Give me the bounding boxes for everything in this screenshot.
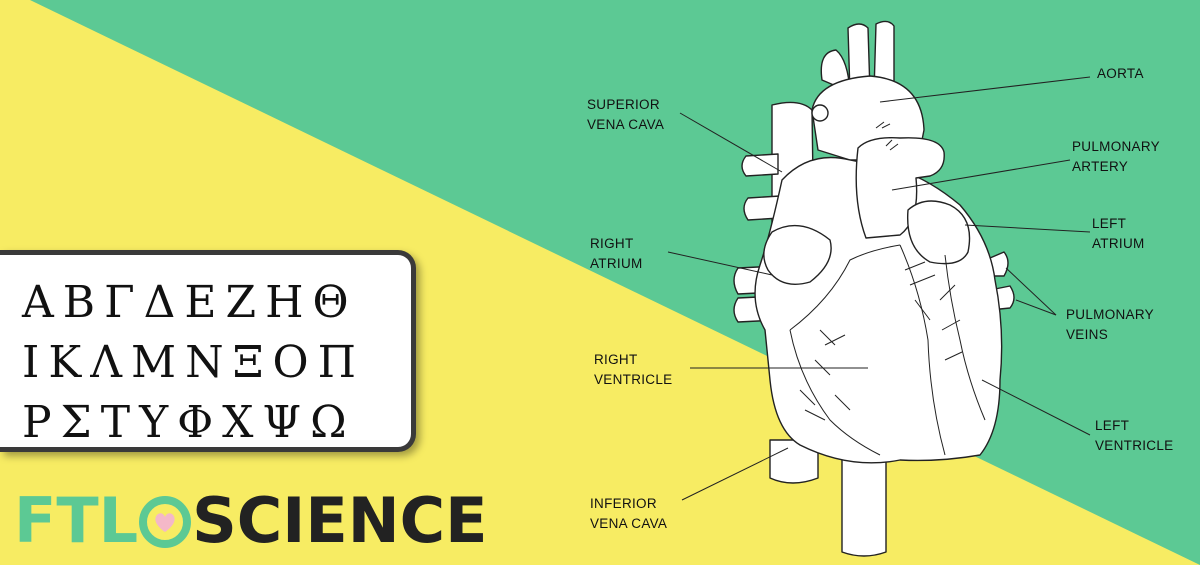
greek-row-3: ΡΣΤΥΦΧΨΩ bbox=[22, 397, 356, 448]
label-right-ventricle: RIGHT VENTRICLE bbox=[594, 352, 673, 387]
label-inferior-vena-cava: INFERIOR VENA CAVA bbox=[590, 496, 668, 531]
aorta-opening bbox=[811, 104, 829, 122]
leader-right-atrium bbox=[667, 251, 773, 276]
right-atrium-chamber bbox=[763, 224, 832, 285]
ftlscience-logo: FTL SCIENCE bbox=[14, 486, 487, 556]
greek-row-1: ΑΒΓΔΕΖΗΘ bbox=[22, 277, 358, 328]
leader-inferior-vena-cava bbox=[681, 447, 789, 501]
label-left-ventricle: LEFT VENTRICLE bbox=[1095, 418, 1174, 453]
leader-superior-vena-cava bbox=[679, 112, 783, 173]
leader-pulmonary-artery bbox=[891, 159, 1071, 191]
leader-left-atrium bbox=[964, 224, 1091, 233]
leader-left-ventricle bbox=[981, 379, 1091, 436]
label-pulmonary-artery: PULMONARY ARTERY bbox=[1072, 139, 1160, 174]
logo-part-science: SCIENCE bbox=[192, 484, 488, 557]
pulmonary-vein-upper bbox=[989, 251, 1009, 277]
leader-pulmonary-veins-1 bbox=[1005, 267, 1057, 316]
greek-row-2: ΙΚΛΜΝΞΟΠ bbox=[22, 337, 365, 388]
leader-pulmonary-veins-2 bbox=[1015, 299, 1057, 316]
label-superior-vena-cava: SUPERIOR VENA CAVA bbox=[587, 97, 665, 132]
greek-alphabet-card: ΑΒΓΔΕΖΗΘ ΙΚΛΜΝΞΟΠ ΡΣΤΥΦΧΨΩ bbox=[0, 250, 416, 452]
heart-surface-lines bbox=[789, 121, 986, 456]
label-pulmonary-veins: PULMONARY VEINS bbox=[1066, 307, 1154, 342]
label-left-atrium: LEFT ATRIUM bbox=[1092, 216, 1145, 251]
leader-lines bbox=[667, 76, 1091, 501]
pulmonary-artery-vessel bbox=[855, 137, 945, 239]
right-pulmonary-vessel-1 bbox=[741, 153, 779, 177]
logo-part-ftl: FTL bbox=[14, 484, 139, 557]
left-atrium-chamber bbox=[906, 200, 971, 265]
leader-aorta bbox=[879, 76, 1091, 103]
label-aorta: AORTA bbox=[1097, 66, 1144, 81]
heart-o-icon bbox=[139, 492, 192, 548]
label-right-atrium: RIGHT ATRIUM bbox=[590, 236, 643, 271]
